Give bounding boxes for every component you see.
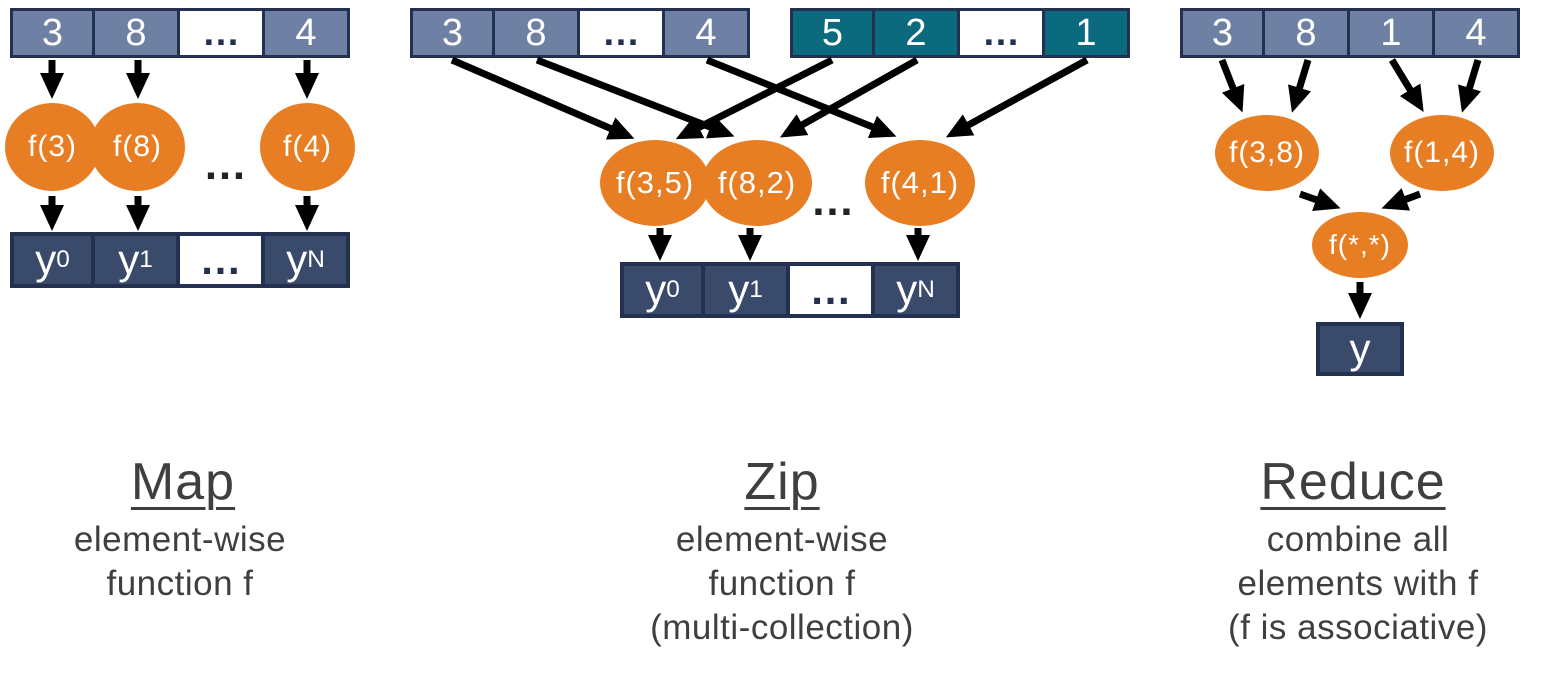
arrow [1389,58,1424,112]
array-cell: 2 [875,8,960,58]
array-cell: 8 [495,8,580,58]
zip-caption: element-wise function f (multi-collectio… [582,518,982,650]
zip-func-ellipsis: … [810,176,855,225]
map-caption: element-wise function f [10,518,350,606]
output-value: y [896,266,918,313]
output-value: y [118,236,140,283]
caption-line: (f is associative) [1228,608,1488,647]
array-cell: 5 [790,8,875,58]
reduce-caption: combine all elements with f (f is associ… [1158,518,1545,650]
array-cell: 8 [95,8,180,58]
array-gap-cell: … [180,8,265,58]
array-cell: 3 [410,8,495,58]
output-gap-cell: … [180,232,265,288]
array-cell: 8 [1265,8,1350,58]
caption-line: element-wise [73,520,287,559]
arrow [675,56,834,140]
caption-line: combine all [1266,520,1450,559]
arrow [1458,58,1482,113]
map-func-node: f(3) [5,103,100,191]
output-subscript: 1 [749,275,763,303]
array-gap-cell: … [960,8,1045,58]
zip-func-node: f(8,2) [702,140,812,226]
zip-func-node: f(3,5) [600,140,710,226]
array-cell: 4 [1435,8,1520,58]
arrow [945,56,1089,138]
zip-title: Zip [744,453,820,511]
map-title: Map [130,453,236,511]
caption-line: function f [106,564,254,603]
arrow [535,56,735,139]
output-subscript: 0 [56,245,70,273]
array-cell: 3 [10,8,95,58]
array-cell: 4 [665,8,750,58]
caption-line: function f [708,564,856,603]
reduce-func-node: f(1,4) [1390,115,1494,191]
zip-func-node: f(4,1) [865,140,975,226]
arrow [1218,58,1245,113]
output-subscript: N [917,275,935,303]
arrow [779,56,919,138]
output-value: y [645,266,667,313]
map-input-array: 3 8 … 4 [10,8,350,58]
array-cell: 4 [265,8,350,58]
arrow [1381,188,1422,211]
array-gap-cell: … [580,8,665,58]
zip-input-array-a: 3 8 … 4 [410,8,750,58]
arrow [705,56,897,139]
zip-input-array-b: 5 2 … 1 [790,8,1130,58]
output-value: y [728,266,750,313]
output-gap-cell: … [790,262,875,318]
output-subscript: 1 [139,245,153,273]
output-subscript: N [307,245,325,273]
output-value: … [809,266,852,313]
output-value: … [199,236,242,283]
array-cell: 1 [1350,8,1435,58]
output-value: y [35,236,57,283]
caption-line: element-wise [675,520,889,559]
output-value: y [286,236,308,283]
reduce-output-cell: y [1316,322,1404,376]
caption-line: (multi-collection) [650,608,914,647]
array-cell: 3 [1180,8,1265,58]
map-func-node: f(8) [90,103,185,191]
arrow [1288,58,1312,113]
arrow [450,56,635,140]
arrow [1298,188,1341,211]
map-func-ellipsis: … [203,140,247,189]
array-cell: 1 [1045,8,1130,58]
reduce-input-array: 3 8 1 4 [1180,8,1520,58]
output-subscript: 0 [666,275,680,303]
map-func-node: f(4) [260,103,355,191]
reduce-func-node: f(3,8) [1215,115,1319,191]
reduce-combine-node: f(*,*) [1312,212,1408,278]
reduce-title: Reduce [1260,453,1446,511]
caption-line: elements with f [1237,564,1479,603]
